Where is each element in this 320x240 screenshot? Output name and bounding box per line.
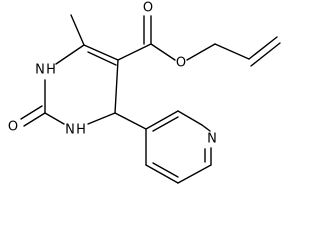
atom-ester-carbonyl-o-label: O: [143, 1, 153, 16]
bond-c2-n3: [44, 112, 65, 125]
atom-n1-label: N: [35, 63, 45, 78]
bond-c6-c5: [83, 44, 119, 61]
atom-n1-h-label: H: [46, 63, 56, 78]
bond-ch-ch2: [248, 36, 278, 60]
bond-c5-ester-c: [117, 43, 152, 61]
bond-py-c6-c1b: [145, 164, 179, 184]
bond-py-c2-c3: [177, 110, 203, 126]
bond-c4-pyridine: [114, 112, 147, 130]
bond-c4-c5: [114, 59, 119, 114]
bond-c2-o-double: [20, 105, 43, 120]
bond-c6-c5-double: [87, 51, 117, 66]
bond-ester-c-oxy: [150, 43, 176, 61]
bond-n3-c4: [87, 112, 116, 125]
bond-methyl-c6: [70, 14, 85, 46]
bond-py-c5-c6: [177, 164, 212, 184]
bond-ch-ch2-double: [250, 42, 281, 67]
chemical-structure-diagram: N H N H O O O N: [8, 1, 281, 184]
bond-py-c3-n: [201, 124, 211, 132]
bond-c2-o: [23, 112, 46, 127]
atom-label-layer: N H N H O O O N: [8, 1, 217, 147]
atom-carbonyl-o-label: O: [8, 120, 18, 135]
atom-pyridine-n-label: N: [207, 132, 217, 147]
bond-oxy-ch2: [186, 43, 216, 61]
bond-c6-n1: [55, 44, 85, 65]
atom-n3-label: N: [65, 123, 75, 138]
atom-ester-o-label: O: [176, 56, 186, 71]
bond-layer: [20, 14, 281, 184]
bond-py-c1-c2-inner: [152, 116, 179, 132]
bond-py-c1-c2: [145, 110, 179, 130]
bond-ch2-ch: [214, 43, 250, 60]
atom-n3-h-label: H: [76, 123, 86, 138]
bond-py-c6-c1b-inner: [152, 162, 179, 178]
